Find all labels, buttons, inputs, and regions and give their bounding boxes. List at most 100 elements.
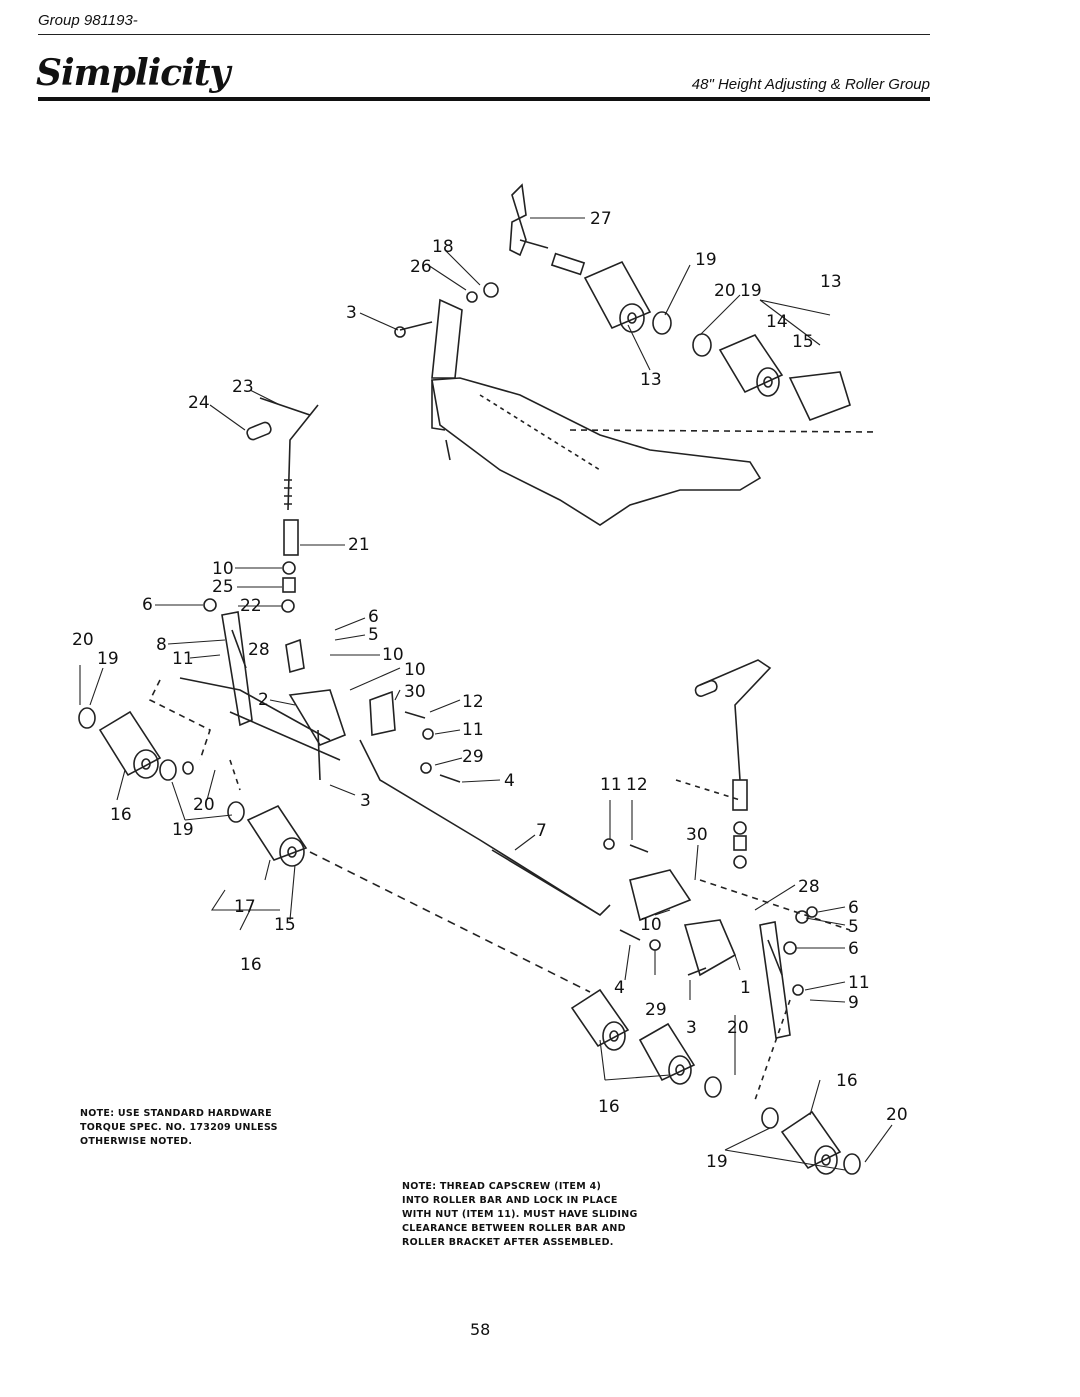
callout: 11 — [848, 973, 870, 993]
washer-26 — [466, 291, 478, 303]
washer — [692, 333, 712, 357]
brand-logo: Simplicity — [36, 52, 230, 94]
callout-labels: 27 18 26 19 20 19 13 3 14 15 13 23 24 21… — [72, 209, 908, 1172]
callout: 19 — [695, 250, 717, 270]
arm-28 — [285, 638, 305, 674]
spring-25 — [282, 577, 296, 593]
washer-20 — [182, 761, 194, 775]
callout: 10 — [404, 660, 426, 680]
callout: 4 — [614, 978, 625, 998]
washer-right — [704, 1076, 722, 1098]
adjusting-pin-left — [259, 397, 319, 511]
diagram-artwork — [78, 183, 876, 1175]
callout: 19 — [97, 649, 119, 669]
callout: 27 — [590, 209, 612, 229]
callout: 5 — [848, 917, 859, 937]
bracket-pin — [519, 239, 549, 249]
roller-16-mid2 — [638, 1022, 696, 1085]
roller-16-left — [98, 710, 162, 779]
callout: 16 — [836, 1071, 858, 1091]
note-capscrew: NOTE: THREAD CAPSCREW (ITEM 4) INTO ROLL… — [402, 1181, 638, 1248]
roller-17 — [246, 804, 308, 867]
callout: 20 — [727, 1018, 749, 1038]
washer-20-right — [843, 1153, 861, 1175]
callout: 20 — [886, 1105, 908, 1125]
header-rule-thick — [38, 97, 930, 101]
callout: 5 — [368, 625, 379, 645]
group-number: Group 981193- — [38, 12, 138, 29]
washer-19b — [159, 759, 177, 781]
callout: 29 — [645, 1000, 667, 1020]
nut-6-right — [806, 906, 818, 918]
callout: 19 — [706, 1152, 728, 1172]
deck-bracket — [431, 377, 762, 526]
callout: 3 — [686, 1018, 697, 1038]
bolt-4-right — [619, 929, 641, 941]
callout: 30 — [686, 825, 708, 845]
callout: 11 — [172, 649, 194, 669]
deck-flange — [431, 380, 446, 431]
callout: 17 — [234, 897, 256, 917]
spring-right — [767, 939, 783, 976]
roller-16-right — [780, 1110, 842, 1175]
callout: 8 — [156, 635, 167, 655]
roller-bar-7 — [359, 739, 611, 917]
rear-roller-left — [583, 260, 652, 333]
spacer — [550, 252, 586, 276]
bolt-3-mid — [317, 729, 321, 781]
washer — [652, 311, 672, 335]
callout: 19 — [740, 281, 762, 301]
callout: 26 — [410, 257, 432, 277]
washer-19 — [78, 707, 96, 729]
roller-bar-rod — [229, 711, 341, 761]
sleeve-right — [732, 779, 748, 811]
callout: 20 — [714, 281, 736, 301]
bracket-1 — [683, 919, 737, 977]
callout: 15 — [792, 332, 814, 352]
callout: 14 — [766, 312, 788, 332]
callout: 15 — [274, 915, 296, 935]
washer-10 — [282, 561, 296, 575]
nut-6-left — [203, 598, 217, 612]
rear-roller-right — [718, 334, 784, 397]
sleeve-21 — [283, 519, 299, 556]
washer-19c — [227, 801, 245, 823]
callout: 12 — [626, 775, 648, 795]
bolt-lower — [445, 439, 451, 461]
section-title: 48" Height Adjusting & Roller Group — [691, 76, 930, 93]
callout: 3 — [346, 303, 357, 323]
callout: 13 — [640, 370, 662, 390]
callout: 30 — [404, 682, 426, 702]
callout: 6 — [368, 607, 379, 627]
callout: 16 — [598, 1097, 620, 1117]
nut-18 — [483, 282, 499, 298]
bolt-3-top — [399, 321, 433, 331]
callout: 28 — [248, 640, 270, 660]
bolt-3-right — [687, 967, 707, 976]
callout: 28 — [798, 877, 820, 897]
callout: 11 — [600, 775, 622, 795]
callout: 20 — [72, 630, 94, 650]
callout: 24 — [188, 393, 210, 413]
callout: 6 — [848, 898, 859, 918]
roller-bracket-right — [788, 371, 851, 422]
washer-19-right — [761, 1107, 779, 1129]
leader-lines — [79, 217, 893, 1171]
callout: 6 — [142, 595, 153, 615]
callout: 10 — [640, 915, 662, 935]
callout: 4 — [504, 771, 515, 791]
deck-upright — [431, 298, 463, 379]
bolt-4 — [439, 774, 461, 783]
roller-bar-left — [179, 677, 331, 741]
callout: 18 — [432, 237, 454, 257]
callout: 16 — [110, 805, 132, 825]
callout: 3 — [360, 791, 371, 811]
header-rule-thin — [38, 34, 930, 35]
page-number: 58 — [470, 1320, 491, 1339]
lever-8 — [221, 611, 253, 727]
lever-9 — [759, 921, 791, 1039]
callout: 23 — [232, 377, 254, 397]
callout: 10 — [212, 559, 234, 579]
spring-28 — [231, 629, 247, 669]
